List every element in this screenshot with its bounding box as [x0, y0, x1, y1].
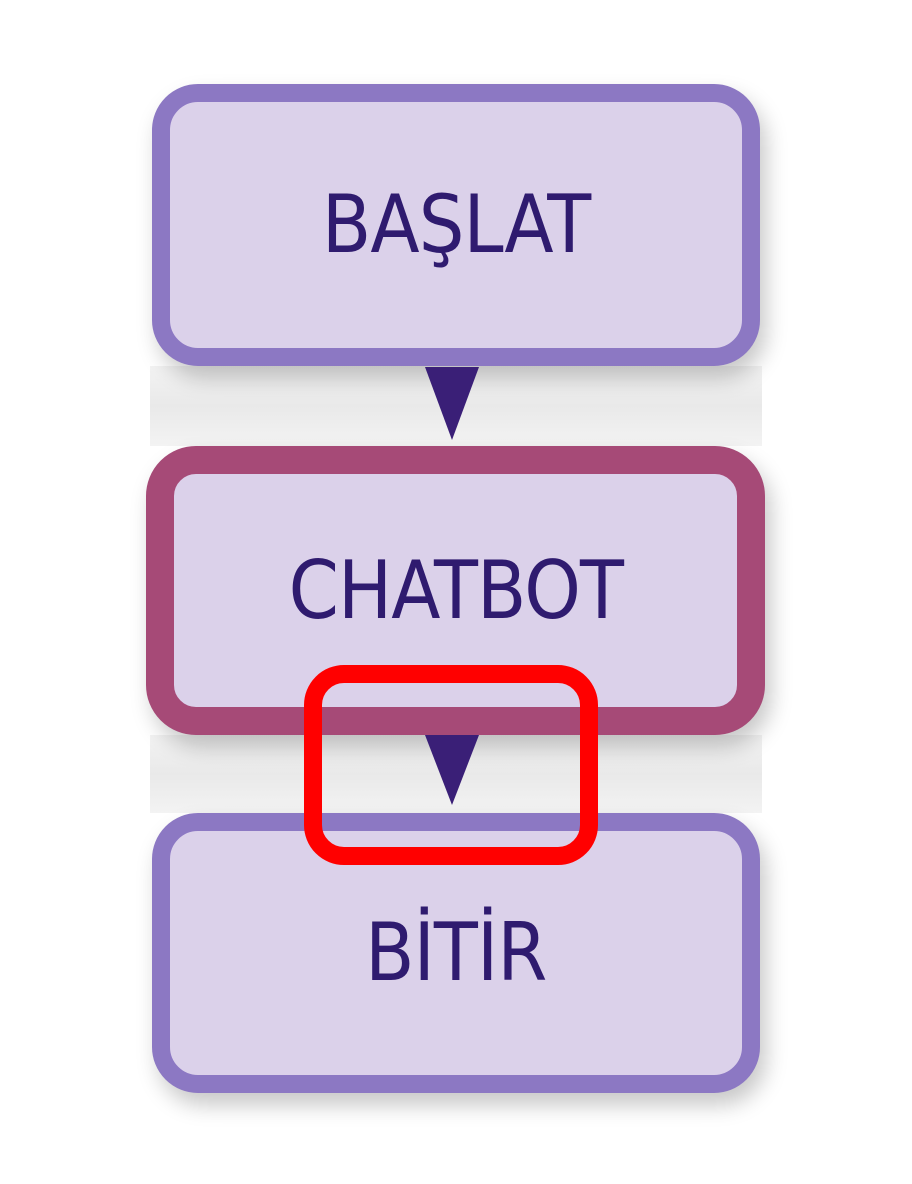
node-chatbot[interactable]: CHATBOT — [146, 446, 765, 735]
node-chatbot-label: CHATBOT — [288, 543, 623, 637]
node-start-label: BAŞLAT — [321, 178, 591, 271]
highlight-box — [304, 665, 598, 865]
arrow-down-icon — [425, 367, 479, 440]
node-start[interactable]: BAŞLAT — [152, 84, 760, 366]
arrow-down-icon — [425, 735, 479, 805]
node-end-label: BİTİR — [365, 906, 547, 999]
